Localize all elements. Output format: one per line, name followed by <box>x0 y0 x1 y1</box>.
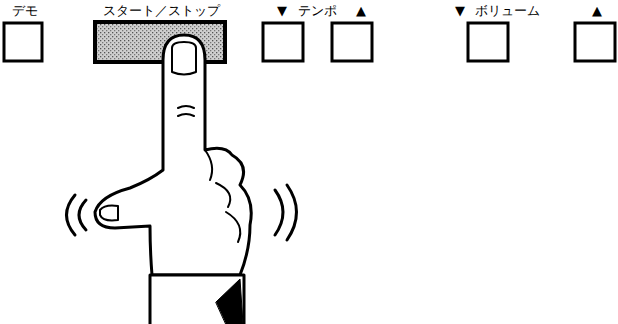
arrow-symbol: ▲ <box>592 3 602 19</box>
tempo-down-button <box>263 23 303 61</box>
arrow-symbol: ▲ <box>356 3 366 19</box>
button-label: テンポ <box>298 3 337 19</box>
button-label: デモ <box>12 3 38 19</box>
button-label: スタート／ストップ <box>103 3 220 19</box>
button-label: ボリューム <box>475 3 540 19</box>
tempo-up-button <box>332 23 372 61</box>
pressing-hand <box>67 35 297 324</box>
arrow-symbol: ▼ <box>455 3 465 19</box>
volume-up-button <box>575 23 615 61</box>
demo-button <box>4 23 42 61</box>
arrow-symbol: ▼ <box>277 3 287 19</box>
volume-down-button <box>468 23 508 61</box>
